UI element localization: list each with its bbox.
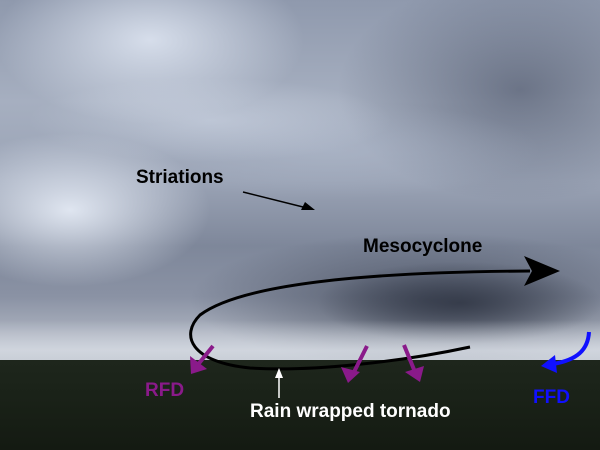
rfd-arrow [402,344,424,382]
ground-field [0,360,600,450]
ffd-label: FFD [533,387,570,408]
ffd-arrow [541,331,591,373]
tornado-label: Rain wrapped tornado [250,401,451,422]
mesocyclone-label: Mesocyclone [363,236,483,257]
rfd-arrow [190,344,215,374]
horizon-glow [0,320,600,364]
rfd-label: RFD [145,380,185,401]
striations-label: Striations [136,167,224,188]
mesocyclone-arrow [189,256,560,371]
tornado-pointer [275,368,283,398]
striations-arrow [242,191,315,210]
rfd-arrow [341,345,369,383]
